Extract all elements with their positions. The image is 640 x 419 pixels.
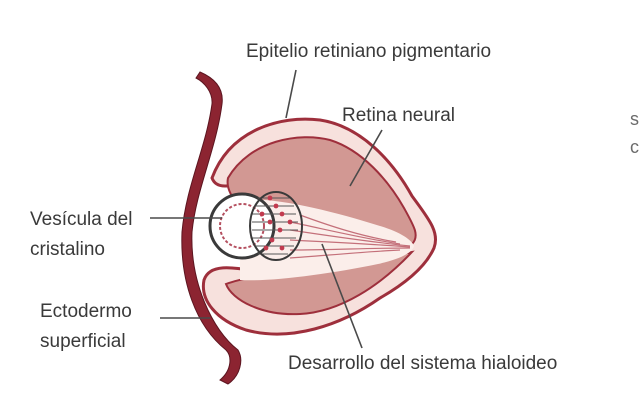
- label-lens-vesicle-line2: cristalino: [30, 239, 105, 260]
- label-neural-retina: Retina neural: [342, 105, 456, 126]
- lens-body-outline: [249, 191, 303, 261]
- label-surface-ectoderm-line1: Ectodermo: [40, 301, 132, 322]
- leader-hyaloid: [321, 243, 363, 349]
- label-surface-ectoderm-line2: superficial: [40, 331, 126, 352]
- cut-off-text-line1: s: [630, 109, 639, 129]
- label-hyaloid-system: Desarrollo del sistema hialoideo: [288, 353, 558, 374]
- inner-cavity: [240, 199, 414, 281]
- lens-vesicle: [208, 191, 303, 261]
- leader-lines: [150, 69, 383, 349]
- label-lens-vesicle-line1: Vesícula del: [30, 209, 133, 230]
- lens-cell-dots: [259, 195, 293, 251]
- surface-ectoderm: [181, 71, 242, 385]
- label-pigmented-epithelium: Epitelio retiniano pigmentario: [246, 41, 492, 62]
- leader-epithelium: [285, 69, 297, 119]
- lens-vesicle-inner: [219, 203, 265, 249]
- hyaloid-vessels: [289, 214, 411, 259]
- cut-off-text-line2: c: [630, 137, 639, 157]
- leader-neural-retina: [349, 129, 383, 187]
